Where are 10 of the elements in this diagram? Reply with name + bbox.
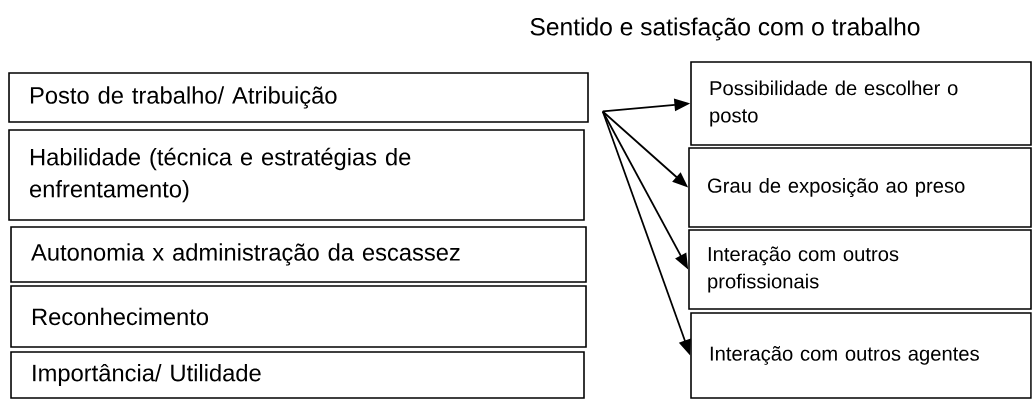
text-box: Interação com outros profissionais bbox=[688, 229, 1032, 310]
text-box: Habilidade (técnica e estratégias de enfrentamento) bbox=[8, 129, 585, 221]
text-box: Interação com outros agentes bbox=[690, 312, 1032, 399]
text-box: Autonomia x administração da escassez bbox=[10, 226, 587, 283]
text-box: Grau de exposição ao preso bbox=[688, 147, 1032, 228]
title: Sentido e satisfação com o trabalho bbox=[530, 17, 920, 41]
text-box: Possibilidade de escolher o posto bbox=[690, 61, 1032, 146]
text-box: Posto de trabalho/ Atribuição bbox=[8, 72, 589, 123]
text-box: Importância/ Utilidade bbox=[10, 351, 585, 399]
text-box: Reconhecimento bbox=[10, 285, 587, 348]
